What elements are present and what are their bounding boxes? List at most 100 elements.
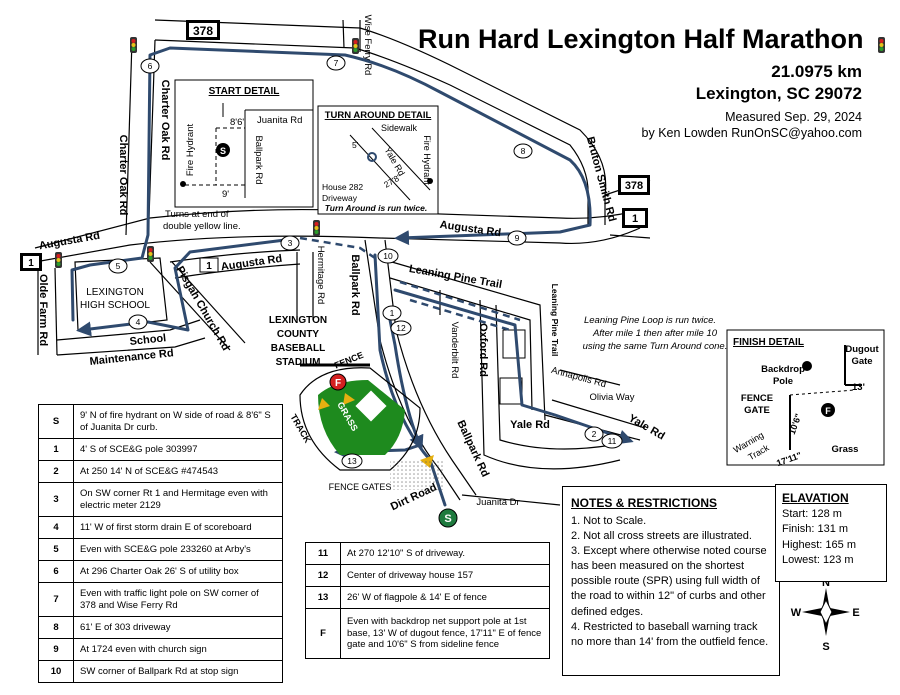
svg-text:13': 13' <box>852 382 865 393</box>
traffic-light-icon <box>55 252 62 268</box>
mile-marker-4: 4 <box>128 314 148 330</box>
road-augusta: Augusta Rd <box>38 230 101 253</box>
traffic-light-icon <box>352 38 359 54</box>
svg-text:F: F <box>335 378 341 389</box>
legend-text: 9' N of fire hydrant on W side of road &… <box>73 404 283 439</box>
stadium-label: LEXINGTON <box>269 315 327 326</box>
leaning-pine-note: Leaning Pine Loop is run twice. <box>584 315 716 326</box>
stadium-label: STADIUM <box>276 357 321 368</box>
start-detail-inset: START DETAIL 8'6" Juanita Rd Fire Hydran… <box>174 79 314 208</box>
legend-text: Even with SCE&G pole 233260 at Arby's <box>73 538 283 561</box>
legend-key: 7 <box>38 582 74 617</box>
road-ballpark: Ballpark Rd <box>454 418 491 478</box>
svg-text:2: 2 <box>592 429 597 439</box>
page-title: Run Hard Lexington Half Marathon <box>418 24 864 54</box>
road-olde-farm: Olde Farm Rd <box>37 274 49 346</box>
svg-text:3: 3 <box>288 238 293 248</box>
legend-text: 61' E of 303 driveway <box>73 616 283 639</box>
road-juanita: Juanita Dr <box>476 497 519 508</box>
legend-key: 10 <box>38 660 74 683</box>
fence-gates-label: FENCE GATES <box>329 482 392 492</box>
dirt-road-area <box>390 460 445 490</box>
leaning-pine-note: After mile 1 then after mile 10 <box>592 328 718 339</box>
elevation-title: ELAVATION <box>782 491 849 505</box>
road-annapolis: Annapolis Rd <box>550 365 607 390</box>
road-leaning-pine-vertical: Leaning Pine Trail <box>550 284 560 357</box>
measured-date: Measured Sep. 29, 2024 <box>725 110 862 124</box>
svg-text:F: F <box>825 406 831 416</box>
svg-text:S: S <box>220 146 226 156</box>
legend-text: 11' W of first storm drain E of scoreboa… <box>73 516 283 539</box>
svg-text:N: N <box>822 577 830 589</box>
road-school: School <box>129 332 167 348</box>
legend-text: Even with backdrop net support pole at 1… <box>340 608 550 659</box>
school-label: HIGH SCHOOL <box>80 300 150 311</box>
note-item: 4. Restricted to baseball warning track … <box>571 620 769 648</box>
finish-detail-inset: FINISH DETAIL Dugout Gate Backdrop Pole … <box>726 329 885 468</box>
road-oxford: Oxford Rd <box>477 323 489 377</box>
road-leaning-pine: Leaning Pine Trail <box>408 263 503 291</box>
legend-text: Center of driveway house 157 <box>340 564 550 587</box>
svg-text:5': 5' <box>352 140 359 150</box>
legend-text: At 296 Charter Oak 26' S of utility box <box>73 560 283 583</box>
us-1-shield-icon: 1 <box>199 257 219 273</box>
road-wise-ferry: Wise Ferry Rd <box>362 15 373 76</box>
road-ballpark: Ballpark Rd <box>349 254 361 315</box>
turns-note: double yellow line. <box>163 221 241 232</box>
us-378-shield-icon: 378 <box>618 175 650 195</box>
svg-text:House 282: House 282 <box>322 182 363 192</box>
mile-markers: 1 2 3 4 5 6 7 8 9 10 11 12 13 <box>108 55 623 469</box>
mile-marker-13: 13 <box>341 453 363 469</box>
legend-text: SW corner of Ballpark Rd at stop sign <box>73 660 283 683</box>
svg-text:GATE: GATE <box>744 405 770 416</box>
svg-text:11: 11 <box>608 436 617 446</box>
svg-text:W: W <box>791 607 802 619</box>
svg-text:9: 9 <box>515 233 520 243</box>
note-item: 1. Not to Scale. <box>571 514 647 527</box>
svg-text:1: 1 <box>632 213 638 225</box>
legend-text: On SW corner Rt 1 and Hermitage even wit… <box>73 482 283 517</box>
mile-marker-12: 12 <box>390 320 412 336</box>
svg-text:Ballpark Rd: Ballpark Rd <box>253 135 264 184</box>
legend-text: Even with traffic light pole on SW corne… <box>73 582 283 617</box>
svg-text:S: S <box>444 513 451 525</box>
legend-text: At 270 12'10" S of driveway. <box>340 542 550 565</box>
mile-marker-2: 2 <box>584 426 604 442</box>
legend-key: 12 <box>305 564 341 587</box>
legend-key: S <box>38 404 74 439</box>
svg-text:378: 378 <box>193 24 213 38</box>
legend-key: 3 <box>38 482 74 517</box>
legend-key: 4 <box>38 516 74 539</box>
mile-marker-8: 8 <box>513 143 533 159</box>
road-yale: Yale Rd <box>510 419 550 431</box>
route-dashed <box>299 236 521 332</box>
elevation-finish: Finish: 131 m <box>782 523 849 536</box>
location: Lexington, SC 29072 <box>695 84 862 103</box>
legend-text: At 250 14' N of SCE&G #474543 <box>73 460 283 483</box>
svg-text:Fire Hydrant: Fire Hydrant <box>422 135 432 185</box>
start-marker-icon: S <box>438 508 458 528</box>
legend-key: 1 <box>38 438 74 461</box>
finish-marker-icon: F <box>329 373 347 391</box>
us-378-shield-icon: 378 <box>186 20 220 40</box>
road-charter-oak: Charter Oak Rd <box>159 80 171 161</box>
traffic-light-icon <box>147 246 154 262</box>
svg-text:START DETAIL: START DETAIL <box>209 86 280 97</box>
svg-text:Pole: Pole <box>773 376 793 387</box>
svg-text:Turn Around is run twice.: Turn Around is run twice. <box>325 203 427 213</box>
svg-text:Sidewalk: Sidewalk <box>381 123 418 133</box>
svg-text:Driveway: Driveway <box>322 193 358 203</box>
baseball-stadium <box>299 363 434 471</box>
svg-text:Dugout: Dugout <box>845 344 879 355</box>
svg-text:378: 378 <box>625 180 643 192</box>
measured-by: by Ken Lowden RunOnSC@yahoo.com <box>641 126 862 140</box>
